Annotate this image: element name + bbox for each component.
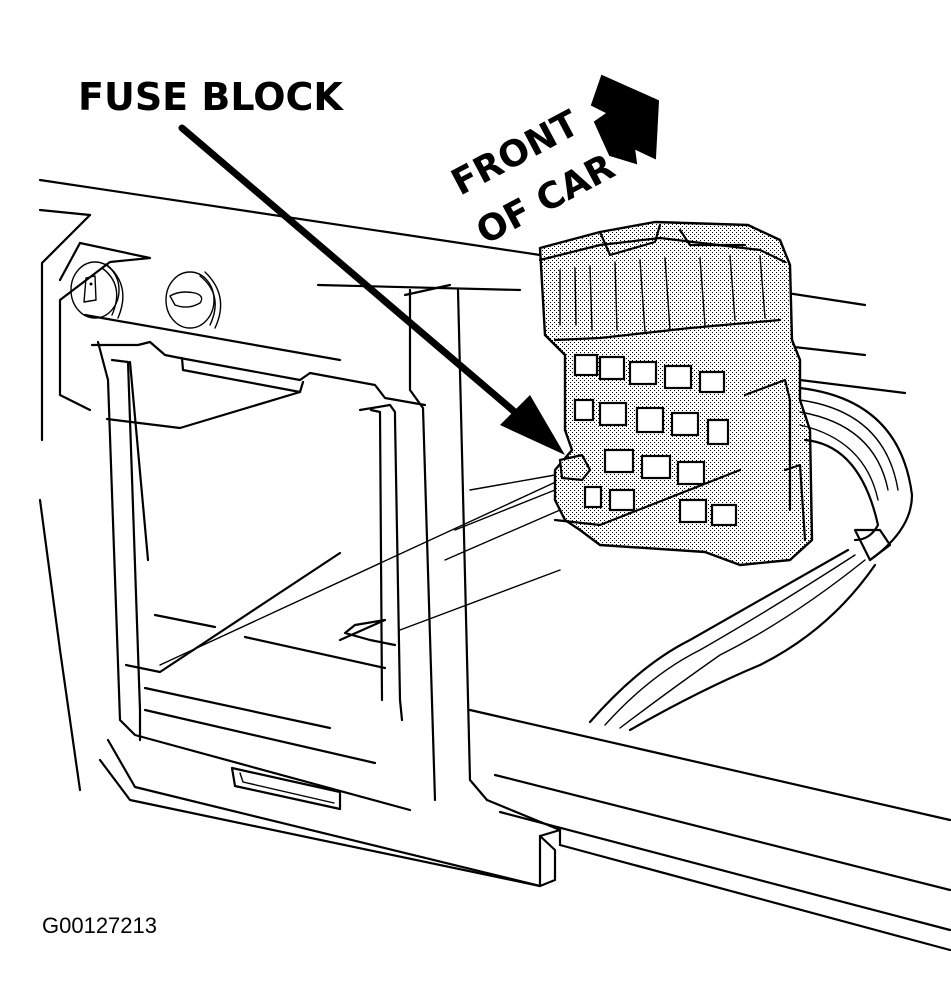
wiring-harness [588,386,914,732]
front-of-car-arrow-icon [590,74,660,165]
bottom-rail [98,708,951,952]
fuse-row-1 [573,353,726,394]
left-knob-icon [70,261,124,319]
instrument-panel-frame [90,288,489,812]
fuse-block-ribs [559,255,766,333]
knob-panel [58,241,342,412]
fuse-block-label: FUSE BLOCK [78,75,344,119]
fuse-block [538,220,814,567]
fuse-row-2 [573,398,730,446]
right-knob-icon [165,271,222,329]
fuse-block-pointer-arrow [178,124,565,455]
figure-id: G00127213 [42,913,157,938]
guide-lines [159,474,561,666]
panel-slot [230,766,342,811]
fuse-row-4 [583,485,738,527]
fuse-row-3 [603,448,706,486]
